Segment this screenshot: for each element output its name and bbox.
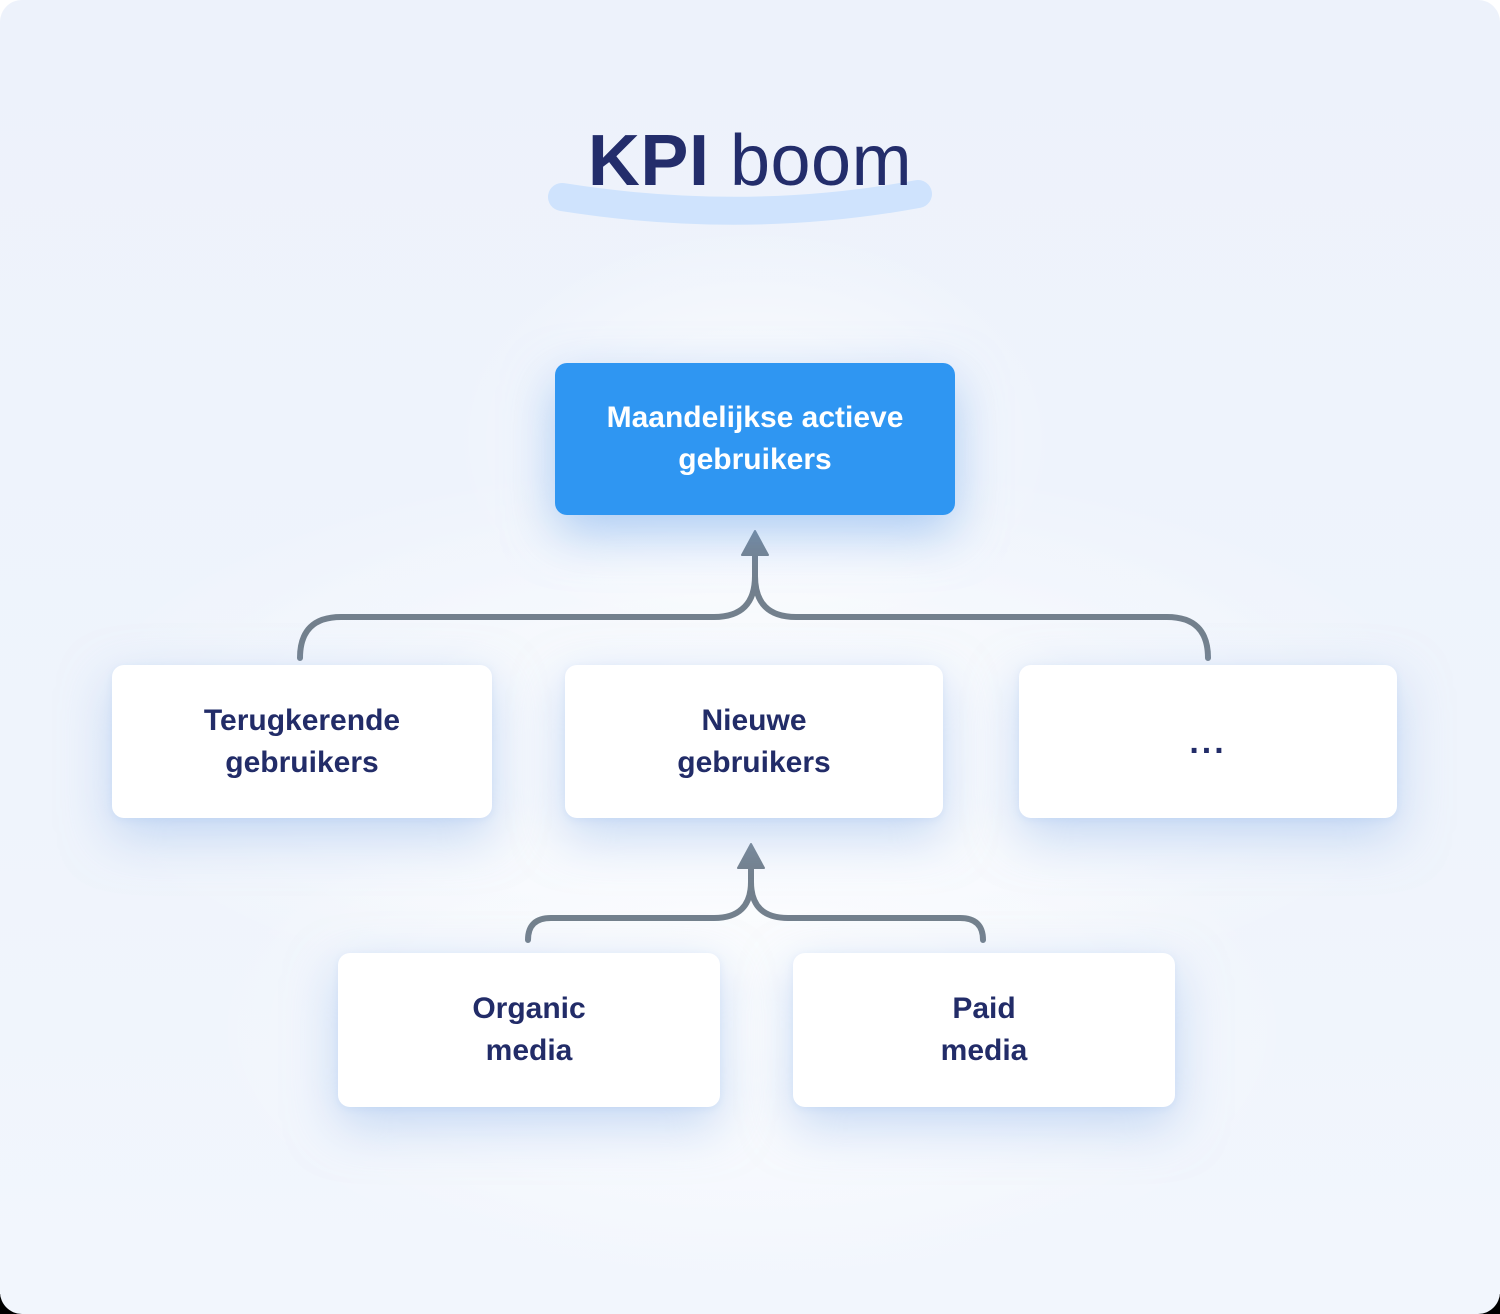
page-title-bold: KPI bbox=[587, 121, 710, 201]
node-new-users: Nieuwe gebruikers bbox=[565, 665, 943, 818]
node-ellipsis: ... bbox=[1019, 665, 1397, 818]
arrow-up-icon bbox=[741, 530, 769, 556]
node-monthly-active-users: Maandelijkse actieve gebruikers bbox=[555, 363, 955, 515]
connector-top bbox=[297, 530, 1211, 661]
page-title-light: boom bbox=[709, 121, 913, 201]
page-title: KPI boom bbox=[0, 125, 1500, 197]
connector-bottom bbox=[525, 843, 986, 943]
node-paid-media: Paid media bbox=[793, 953, 1175, 1107]
node-organic-media: Organic media bbox=[338, 953, 720, 1107]
arrow-up-icon bbox=[737, 843, 765, 869]
node-returning-users: Terugkerende gebruikers bbox=[112, 665, 492, 818]
